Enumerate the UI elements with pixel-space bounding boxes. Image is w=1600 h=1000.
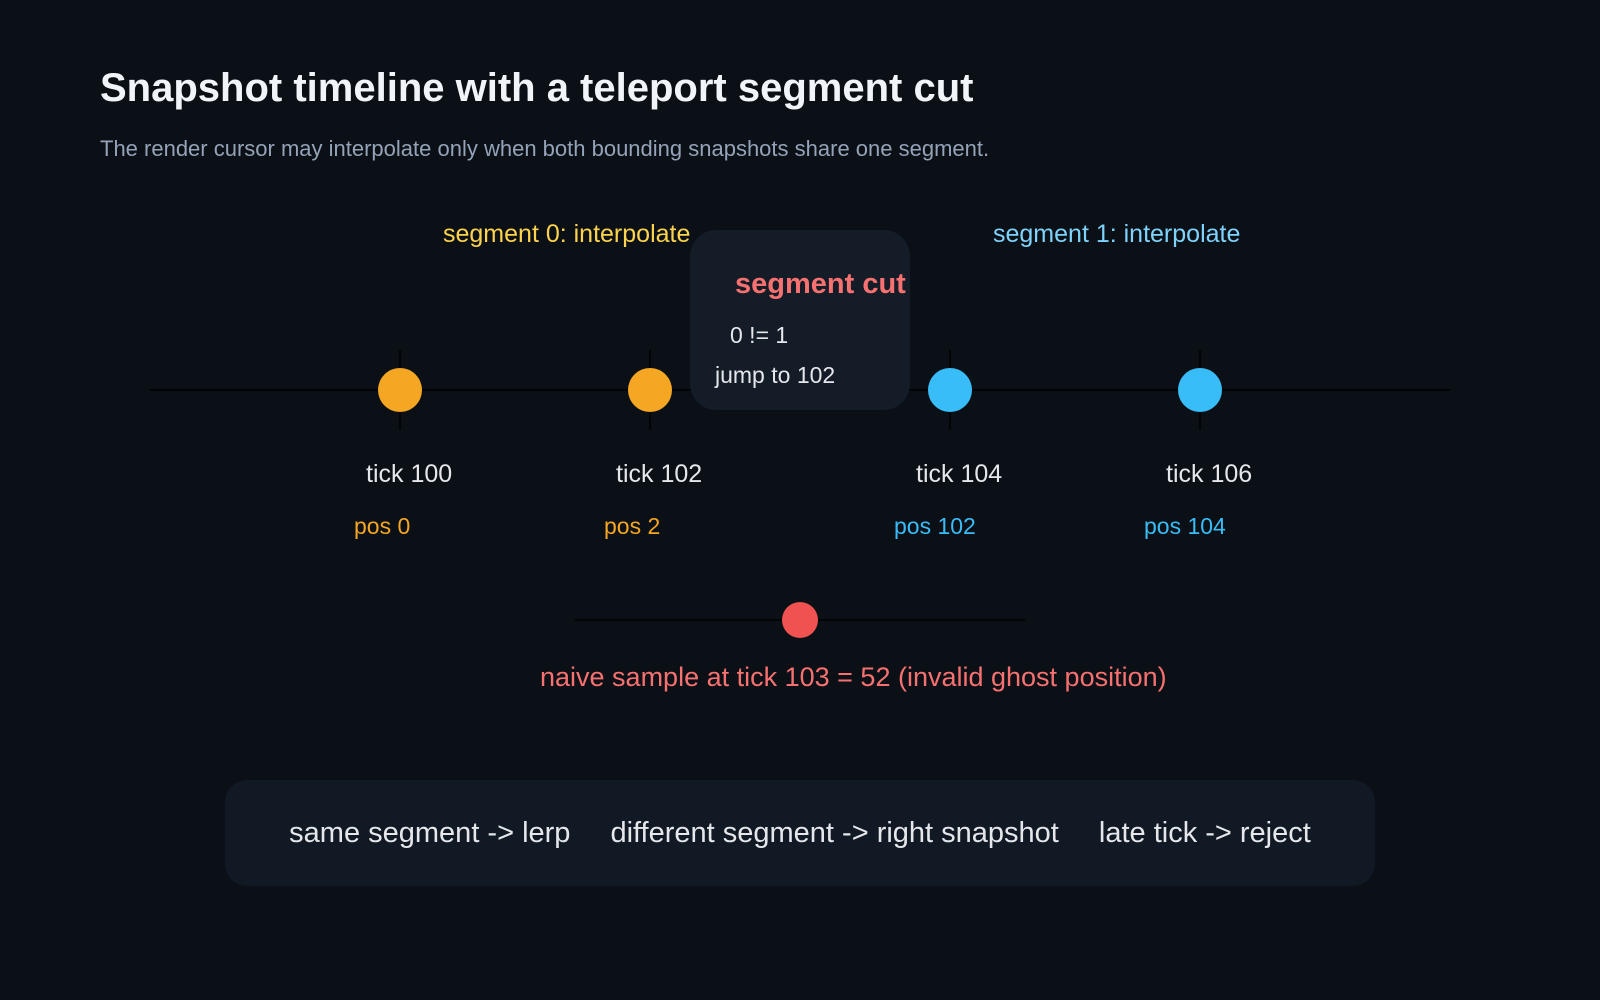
rule-different-segment: different segment -> right snapshot — [610, 816, 1059, 849]
rule-late-tick: late tick -> reject — [1098, 816, 1311, 849]
naive-sample-dot — [782, 602, 818, 638]
page-subtitle: The render cursor may interpolate only w… — [100, 136, 990, 161]
segment-cut-jump: jump to 102 — [715, 362, 836, 388]
segment-cut-title: segment cut — [735, 268, 906, 300]
segment-0-label: segment 0: interpolate — [443, 220, 691, 248]
pos-label-tick-102: pos 2 — [604, 513, 661, 539]
naive-sample-label: naive sample at tick 103 = 52 (invalid g… — [540, 662, 1167, 692]
tick-label-102: tick 102 — [616, 460, 703, 488]
page-title: Snapshot timeline with a teleport segmen… — [100, 66, 974, 110]
pos-label-tick-100: pos 0 — [354, 513, 411, 539]
tick-label-100: tick 100 — [366, 460, 453, 488]
snapshot-dot-tick-100 — [378, 368, 422, 412]
rule-same-segment: same segment -> lerp — [289, 816, 571, 849]
segment-1-label: segment 1: interpolate — [993, 220, 1241, 248]
tick-label-104: tick 104 — [916, 460, 1003, 488]
pos-label-tick-104: pos 102 — [894, 513, 976, 539]
segment-cut-card: segment cut 0 != 1 jump to 102 — [690, 230, 910, 410]
segment-cut-condition: 0 != 1 — [730, 322, 789, 348]
pos-label-tick-106: pos 104 — [1144, 513, 1226, 539]
snapshot-dot-tick-104 — [928, 368, 972, 412]
snapshot-dot-tick-102 — [628, 368, 672, 412]
tick-label-106: tick 106 — [1166, 460, 1253, 488]
snapshot-dot-tick-106 — [1178, 368, 1222, 412]
rules-panel: same segment -> lerp different segment -… — [225, 780, 1375, 886]
